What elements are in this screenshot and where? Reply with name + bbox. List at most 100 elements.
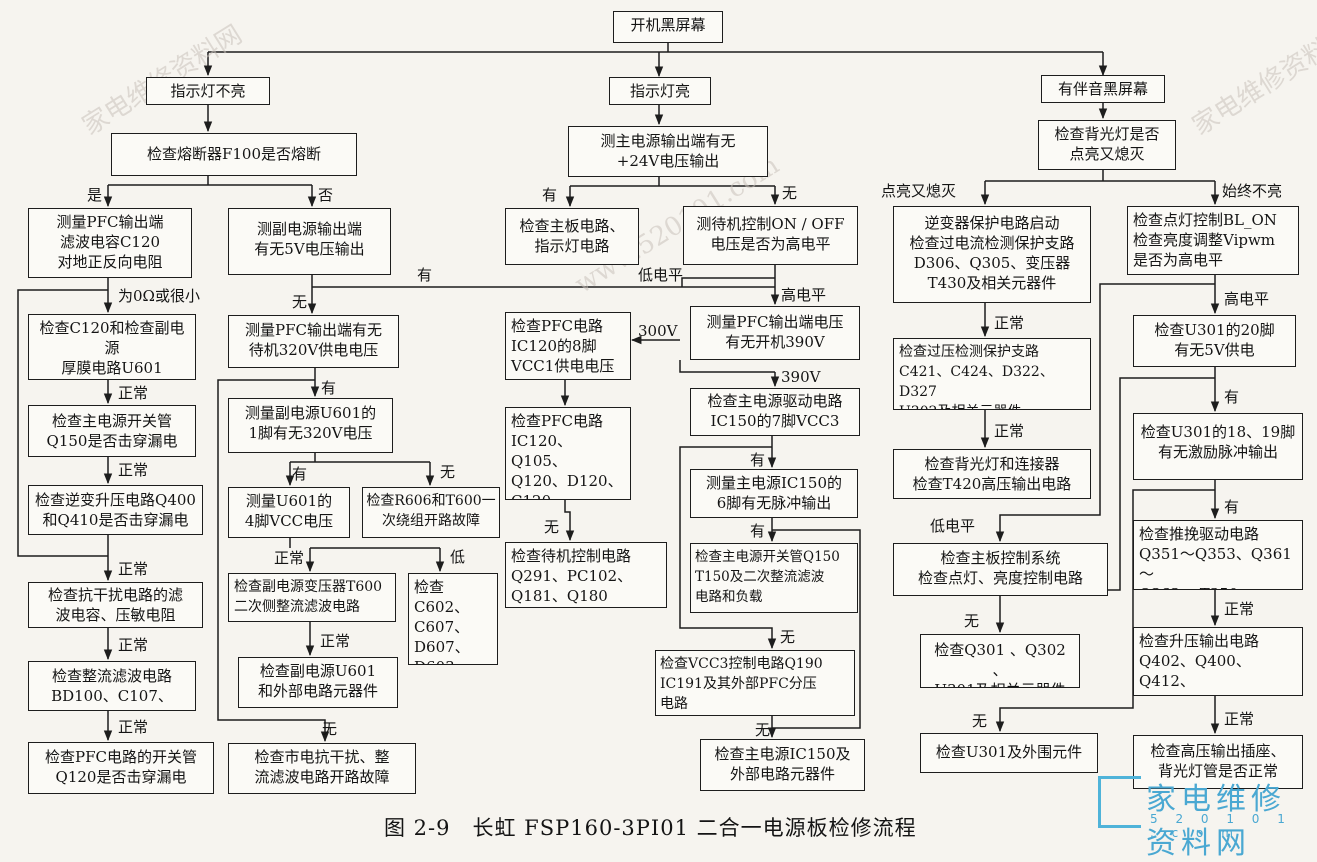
- node-check-r606: 检查R606和T600一 次绕组开路故障: [362, 487, 500, 538]
- label-yes: 有: [750, 451, 766, 469]
- node-indicator-on: 指示灯亮: [609, 77, 711, 105]
- node-ic150-pin6: 测量主电源IC150的 6脚有无脉冲输出: [690, 469, 858, 518]
- node-measure-390v: 测量PFC输出端电压 有无开机390V: [690, 306, 860, 360]
- node-check-mainboard: 检查主板电路、 指示灯电路: [505, 208, 639, 265]
- label-no: 无: [292, 293, 308, 311]
- label-yes: 有: [292, 465, 308, 483]
- label-no: 无: [972, 712, 988, 730]
- wire-d2-wu: [217, 379, 330, 743]
- node-measure-c120: 测量PFC输出端 滤波电容C120 对地正反向电阻: [28, 208, 192, 278]
- label-yes: 有: [321, 379, 337, 397]
- label-no: 无: [440, 463, 456, 481]
- node-check-standby-ctrl: 检查待机控制电路 Q291、PC102、 Q181、Q180: [505, 542, 667, 608]
- node-check-overvoltage: 检查过压检测保护支路 C421、C424、D322、D327 U302及相关元器…: [893, 338, 1091, 410]
- label-yes: 有: [1224, 388, 1240, 406]
- node-measure-320v: 测量PFC输出端有无 待机320V供电电压: [228, 315, 399, 368]
- figure-caption: 图 2-9 长虹 FSP160-3PI01 二合一电源板检修流程: [384, 816, 917, 840]
- label-yes: 有: [542, 186, 558, 204]
- node-u301-pin20: 检查U301的20脚 有无5V供电: [1133, 315, 1296, 367]
- label-normal: 正常: [118, 461, 149, 479]
- label-normal: 正常: [118, 636, 149, 654]
- node-check-bl-on: 检查点灯控制BL_ON 检查亮度调整Vipwm 是否为高电平: [1127, 206, 1299, 275]
- node-check-vcc3-ctrl: 检查VCC3控制电路Q190 IC191及其外部PFC分压 电路: [655, 650, 855, 716]
- wire-c6-low: [995, 283, 1215, 543]
- node-start: 开机黑屏幕: [613, 11, 723, 43]
- node-check-q400: 检查逆变升压电路Q400 和Q410是否击穿漏电: [28, 485, 203, 535]
- label-low-level: 低电平: [930, 517, 976, 535]
- label-yes: 有: [750, 522, 766, 540]
- label-lit-then-off: 点亮又熄灭: [881, 182, 957, 200]
- label-no: 无: [964, 612, 980, 630]
- node-check-bd100: 检查整流滤波电路 BD100、C107、C106: [28, 661, 196, 711]
- node-check-u601-ext: 检查副电源U601 和外部电路元器件: [238, 657, 398, 708]
- label-yes: 有: [417, 266, 433, 284]
- label-normal: 正常: [1224, 710, 1255, 728]
- node-u601-pin1: 测量副电源U601的 1脚有无320V电压: [228, 398, 393, 453]
- label-normal: 正常: [1224, 600, 1255, 618]
- label-low-level: 低电平: [638, 266, 684, 284]
- node-check-boost: 检查升压输出电路 Q402、Q400、Q412、 Q410、T420、C400: [1133, 627, 1303, 696]
- node-check-q150: 检查主电源开关管 Q150是否击穿漏电: [28, 405, 196, 457]
- node-inverter-protect: 逆变器保护电路启动 检查过电流检测保护支路 D306、Q305、变压器 T430…: [893, 206, 1091, 303]
- wire-b6-split: [679, 360, 775, 373]
- wire-b9-wu: [772, 529, 861, 729]
- node-u301-pin18-19: 检查U301的18、19脚 有无激励脉冲输出: [1133, 413, 1303, 480]
- label-normal: 正常: [118, 718, 149, 736]
- node-check-mains: 检查市电抗干扰、整 流滤波电路开路故障: [228, 743, 416, 794]
- node-check-backlight-conn: 检查背光灯和连接器 检查T420高压输出电路: [893, 449, 1091, 499]
- label-no: 无: [322, 720, 338, 738]
- node-check-q301: 检查Q301 、Q302 、 U301及相关元器件: [920, 634, 1080, 688]
- label-high-level: 高电平: [781, 286, 827, 304]
- logo-bracket-icon: [1098, 776, 1141, 828]
- label-yes: 有: [1224, 498, 1240, 516]
- label-normal: 正常: [118, 384, 149, 402]
- label-no: 无: [780, 628, 796, 646]
- wire-b4-low: [681, 277, 775, 287]
- node-check-filter: 检查抗干扰电路的滤 波电容、压敏电阻: [28, 582, 203, 628]
- node-check-c602: 检查C602、 C607、 D607、 D603: [408, 573, 498, 665]
- wire-a3-bypass: [17, 289, 108, 557]
- node-u601-pin4: 测量U601的 4脚VCC电压: [228, 487, 350, 538]
- label-normal: 正常: [994, 314, 1025, 332]
- logo-url: 5 2 0 1 0 1 . c o m: [1150, 812, 1292, 840]
- node-check-u301-ext: 检查U301及外围元件: [920, 733, 1098, 773]
- node-measure-24v: 测主电源输出端有无 +24V电压输出: [568, 126, 768, 177]
- label-normal: 正常: [274, 549, 305, 567]
- node-check-pushpull: 检查推挽驱动电路 Q351～Q353、Q361～ Q363 、T350: [1133, 520, 1303, 590]
- node-check-fuse: 检查熔断器F100是否熔断: [111, 133, 357, 176]
- wire-c7-wu: [995, 377, 1215, 634]
- node-check-ic150-ext: 检查主电源IC150及 外部电路元器件: [700, 739, 865, 791]
- label-low: 低: [450, 548, 466, 566]
- label-no: 无: [782, 184, 798, 202]
- node-check-t600: 检查副电源变压器T600 二次侧整流滤波电路: [228, 573, 396, 622]
- label-zero-ohm: 为0Ω或很小: [118, 287, 200, 305]
- node-check-u601: 检查C120和检查副电源 厚膜电路U601 是否击穿漏电: [28, 314, 196, 380]
- node-indicator-off: 指示灯不亮: [146, 77, 270, 105]
- label-no: 无: [544, 518, 560, 536]
- node-check-mainboard-ctrl: 检查主板控制系统 检查点灯、亮度控制电路: [893, 543, 1108, 596]
- label-normal: 正常: [320, 632, 351, 650]
- node-check-hv-socket: 检查高压输出插座、 背光灯管是否正常: [1133, 735, 1303, 789]
- node-check-pfc-parts: 检查PFC电路 IC120、Q105、 Q120、D120、 C120: [505, 407, 631, 500]
- label-normal: 正常: [994, 422, 1025, 440]
- label-no: 否: [318, 186, 334, 204]
- label-300v: 300V: [638, 322, 678, 340]
- wire-c8-wu: [995, 489, 1215, 733]
- label-normal: 正常: [118, 560, 149, 578]
- node-check-ic120-vcc1: 检查PFC电路 IC120的8脚 VCC1供电电压: [505, 312, 631, 380]
- label-high-level: 高电平: [1224, 290, 1270, 308]
- site-logo: 家电维修资料网 5 2 0 1 0 1 . c o m: [1098, 772, 1308, 861]
- node-backlight-check: 检查背光灯是否 点亮又熄灭: [1038, 120, 1176, 170]
- label-never-on: 始终不亮: [1222, 182, 1283, 200]
- node-check-ic150-vcc3: 检查主电源驱动电路 IC150的7脚VCC3: [690, 388, 860, 436]
- node-sound-black-screen: 有伴音黑屏幕: [1041, 75, 1165, 103]
- node-measure-5v: 测副电源输出端 有无5V电压输出: [228, 208, 391, 275]
- node-check-q120: 检查PFC电路的开关管 Q120是否击穿漏电: [28, 742, 214, 794]
- label-390v: 390V: [781, 368, 821, 386]
- label-yes: 是: [87, 186, 103, 204]
- node-check-q150-t150: 检查主电源开关管Q150 T150及二次整流滤波 电路和负载: [690, 543, 858, 613]
- wire-b8-wu: [679, 446, 777, 650]
- wire-b7-b10: [564, 500, 575, 542]
- node-standby-onoff: 测待机控制ON / OFF 电压是否为高电平: [683, 206, 858, 265]
